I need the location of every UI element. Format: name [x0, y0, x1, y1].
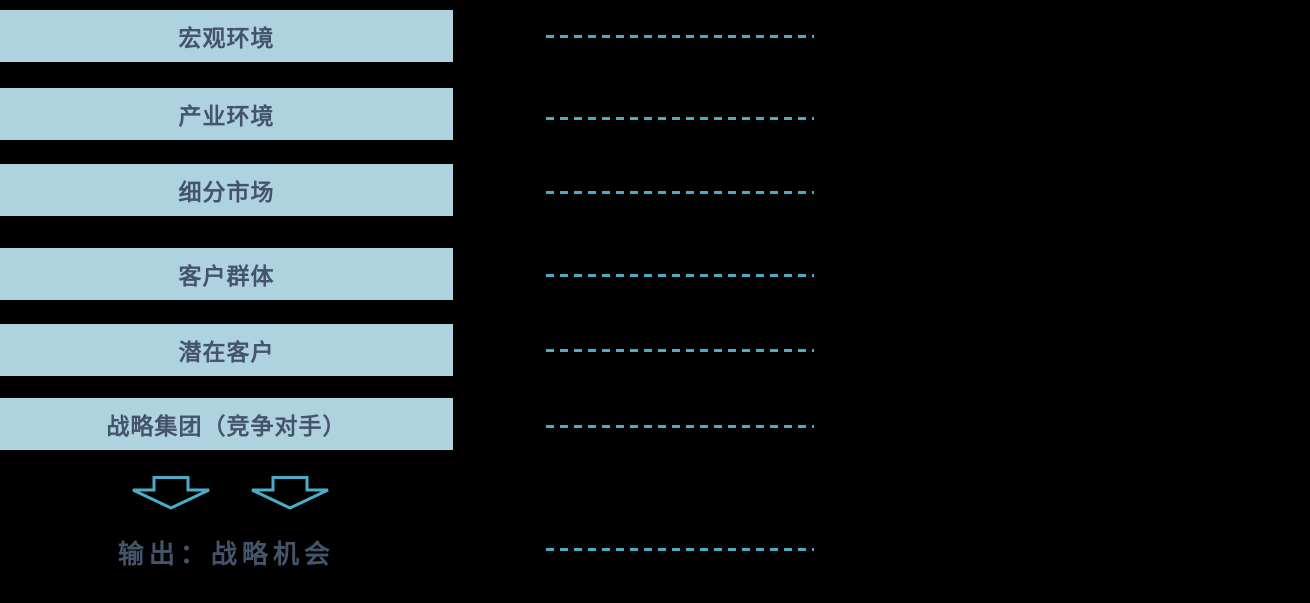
output-strategic-opportunity-label: 输出：战略机会: [117, 540, 335, 570]
level-box-market-segments: 细分市场: [0, 164, 453, 216]
level-box-customer-groups: 客户群体: [0, 248, 453, 300]
level-box-label: 潜在客户: [178, 339, 275, 366]
dashed-connector-line: [546, 191, 814, 194]
down-arrow-icon: [132, 476, 210, 510]
dashed-connector-line: [546, 35, 814, 38]
down-arrow-icon: [251, 476, 329, 510]
level-box-label: 细分市场: [178, 179, 275, 206]
dashed-connector-line: [546, 117, 814, 120]
dashed-connector-line: [546, 425, 814, 428]
dashed-connector-line: [546, 349, 814, 352]
level-box-label: 产业环境: [178, 103, 275, 130]
level-box-strategic-groups-competitors: 战略集团（竞争对手）: [0, 398, 453, 450]
dashed-connector-line: [546, 274, 814, 277]
dashed-connector-line: [546, 548, 814, 551]
level-box-industry-environment: 产业环境: [0, 88, 453, 140]
level-box-label: 客户群体: [178, 263, 275, 290]
level-box-macro-environment: 宏观环境: [0, 10, 453, 62]
level-box-label: 宏观环境: [178, 25, 275, 52]
level-box-potential-customers: 潜在客户: [0, 324, 453, 376]
level-box-label: 战略集团（竞争对手）: [106, 413, 347, 440]
